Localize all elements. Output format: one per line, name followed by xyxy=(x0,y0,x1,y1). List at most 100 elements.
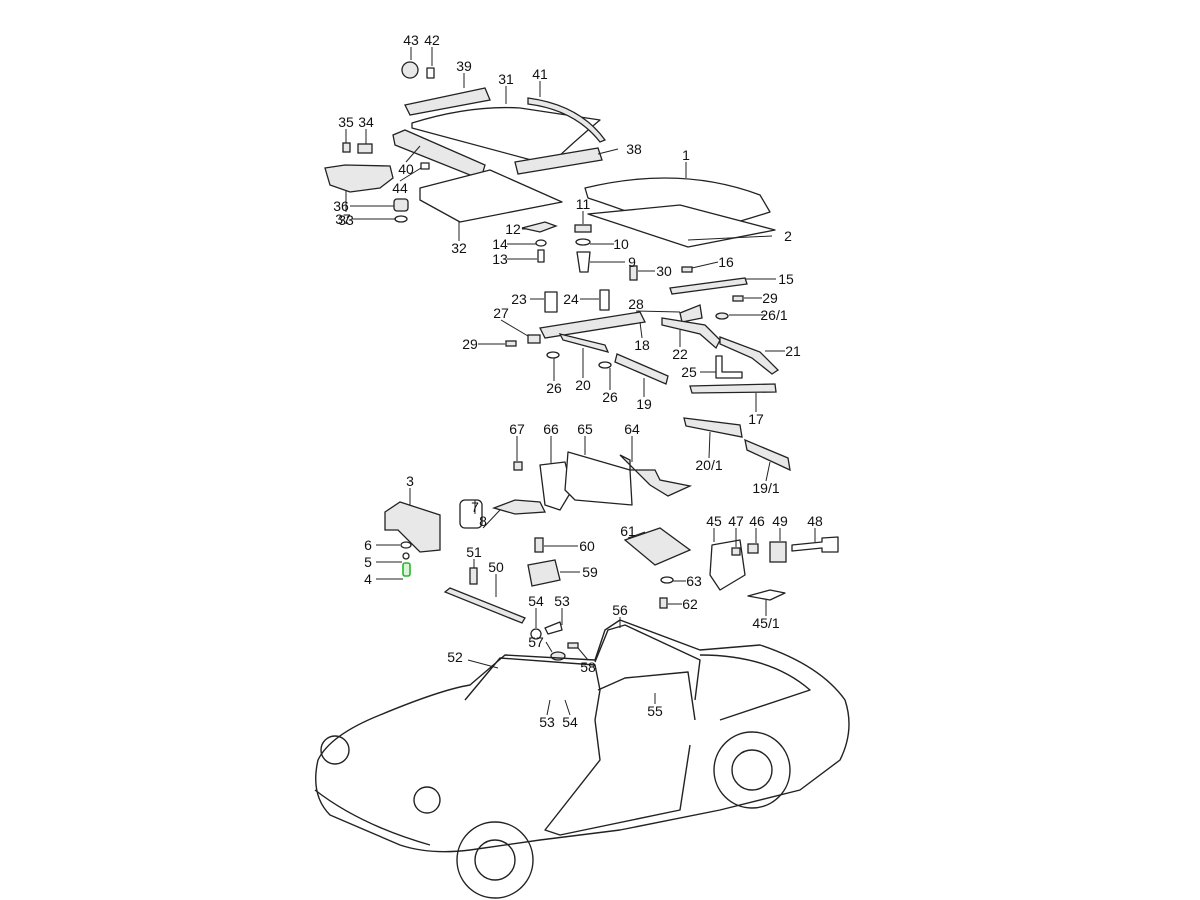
callout-8[interactable]: 8 xyxy=(479,513,487,529)
callout-9[interactable]: 9 xyxy=(628,254,636,270)
windshield-frame-52[interactable] xyxy=(464,657,601,721)
part-3-hinge[interactable] xyxy=(384,501,441,553)
part-2-roof-lining[interactable] xyxy=(587,204,776,248)
callout-66[interactable]: 66 xyxy=(543,421,559,437)
callout-29-left[interactable]: 29 xyxy=(462,336,478,352)
callout-6[interactable]: 6 xyxy=(364,537,372,553)
part-35-bushing[interactable] xyxy=(342,142,351,153)
callout-20[interactable]: 20 xyxy=(575,377,591,393)
part-59-block[interactable] xyxy=(527,559,561,587)
part-34-pin[interactable] xyxy=(357,143,373,154)
callout-26-1[interactable]: 26/1 xyxy=(760,307,787,323)
part-62-screw[interactable] xyxy=(659,597,668,609)
callout-30[interactable]: 30 xyxy=(656,263,672,279)
part-14-washer[interactable] xyxy=(535,239,547,247)
part-26-1-washer[interactable] xyxy=(715,312,729,320)
part-13-bolt[interactable] xyxy=(537,249,545,263)
callout-57[interactable]: 57 xyxy=(528,634,544,650)
part-61-plate[interactable] xyxy=(623,527,692,566)
callout-3[interactable]: 3 xyxy=(406,473,414,489)
part-20-bracket[interactable] xyxy=(558,333,610,353)
part-8-button[interactable] xyxy=(491,499,547,515)
callout-45-1[interactable]: 45/1 xyxy=(752,615,779,631)
part-58-screw[interactable] xyxy=(567,642,579,649)
callout-65[interactable]: 65 xyxy=(577,421,593,437)
part-29-screw[interactable] xyxy=(732,295,744,302)
part-10-washer[interactable] xyxy=(575,238,591,246)
part-64-bracket[interactable] xyxy=(619,454,693,497)
callout-45[interactable]: 45 xyxy=(706,513,722,529)
part-49-plate[interactable] xyxy=(769,541,787,563)
callout-36[interactable]: 36 xyxy=(333,198,349,214)
callout-49[interactable]: 49 xyxy=(772,513,788,529)
callout-53[interactable]: 53 xyxy=(554,593,570,609)
callout-2[interactable]: 2 xyxy=(784,228,792,244)
callout-24[interactable]: 24 xyxy=(563,291,579,307)
part-16-screw[interactable] xyxy=(681,266,693,273)
part-9-pin[interactable] xyxy=(576,251,591,273)
callout-18[interactable]: 18 xyxy=(634,337,650,353)
part-30-bolt[interactable] xyxy=(629,265,638,281)
callout-46[interactable]: 46 xyxy=(749,513,765,529)
callout-62[interactable]: 62 xyxy=(682,596,698,612)
callout-51[interactable]: 51 xyxy=(466,544,482,560)
callout-21[interactable]: 21 xyxy=(785,343,801,359)
callout-55[interactable]: 55 xyxy=(647,703,663,719)
part-48-bolt[interactable] xyxy=(791,536,839,553)
part-29-screw-left[interactable] xyxy=(505,340,517,347)
callout-5[interactable]: 5 xyxy=(364,554,372,570)
callout-44[interactable]: 44 xyxy=(392,180,408,196)
part-65-panel[interactable] xyxy=(564,451,633,506)
part-24-pin[interactable] xyxy=(599,289,610,311)
part-20-1-bracket[interactable] xyxy=(683,417,743,438)
callout-58[interactable]: 58 xyxy=(580,659,596,675)
part-42-screw[interactable] xyxy=(426,67,435,79)
callout-4[interactable]: 4 xyxy=(364,571,372,587)
callout-56[interactable]: 56 xyxy=(612,602,628,618)
callout-25[interactable]: 25 xyxy=(681,364,697,380)
callout-64[interactable]: 64 xyxy=(624,421,640,437)
part-27-guide[interactable] xyxy=(527,334,541,344)
part-7-seal[interactable] xyxy=(459,499,483,529)
callout-42[interactable]: 42 xyxy=(424,32,440,48)
part-17-rail[interactable] xyxy=(689,383,777,394)
part-47-washer[interactable] xyxy=(731,547,741,556)
callout-52[interactable]: 52 xyxy=(447,649,463,665)
part-37-washer[interactable] xyxy=(394,215,408,223)
callout-54[interactable]: 54 xyxy=(528,593,544,609)
callout-13[interactable]: 13 xyxy=(492,251,508,267)
callout-33[interactable]: 33 xyxy=(338,212,354,228)
part-39-trim[interactable] xyxy=(404,87,491,116)
part-5-ball[interactable] xyxy=(402,552,410,560)
callout-11[interactable]: 11 xyxy=(576,196,591,212)
callout-50[interactable]: 50 xyxy=(488,559,504,575)
callout-19-1[interactable]: 19/1 xyxy=(752,480,779,496)
part-53-screw[interactable] xyxy=(544,621,563,635)
part-22-rail[interactable] xyxy=(661,317,721,350)
callout-61[interactable]: 61 xyxy=(620,523,636,539)
callout-26-b[interactable]: 26 xyxy=(602,389,618,405)
callout-17[interactable]: 17 xyxy=(748,411,764,427)
callout-27[interactable]: 27 xyxy=(493,305,509,321)
part-15-strip[interactable] xyxy=(669,277,748,295)
callout-32[interactable]: 32 xyxy=(451,240,467,256)
targa-bar-56[interactable] xyxy=(594,624,701,701)
part-41-rail[interactable] xyxy=(527,97,607,143)
callout-47[interactable]: 47 xyxy=(728,513,744,529)
callout-43[interactable]: 43 xyxy=(403,32,419,48)
callout-35[interactable]: 35 xyxy=(338,114,354,130)
part-19-bracket[interactable] xyxy=(614,353,669,385)
callout-48[interactable]: 48 xyxy=(807,513,823,529)
part-43-nut[interactable] xyxy=(401,61,419,79)
part-4-screw-highlighted[interactable] xyxy=(402,562,411,577)
callout-14[interactable]: 14 xyxy=(492,236,508,252)
callout-10[interactable]: 10 xyxy=(613,236,629,252)
callout-16[interactable]: 16 xyxy=(718,254,734,270)
callout-39[interactable]: 39 xyxy=(456,58,472,74)
callout-20-1[interactable]: 20/1 xyxy=(695,457,722,473)
part-54-cap[interactable] xyxy=(530,628,542,640)
callout-29[interactable]: 29 xyxy=(762,290,778,306)
callout-31[interactable]: 31 xyxy=(498,71,514,87)
part-38-strip[interactable] xyxy=(514,147,603,175)
part-32-headliner[interactable] xyxy=(419,169,563,223)
